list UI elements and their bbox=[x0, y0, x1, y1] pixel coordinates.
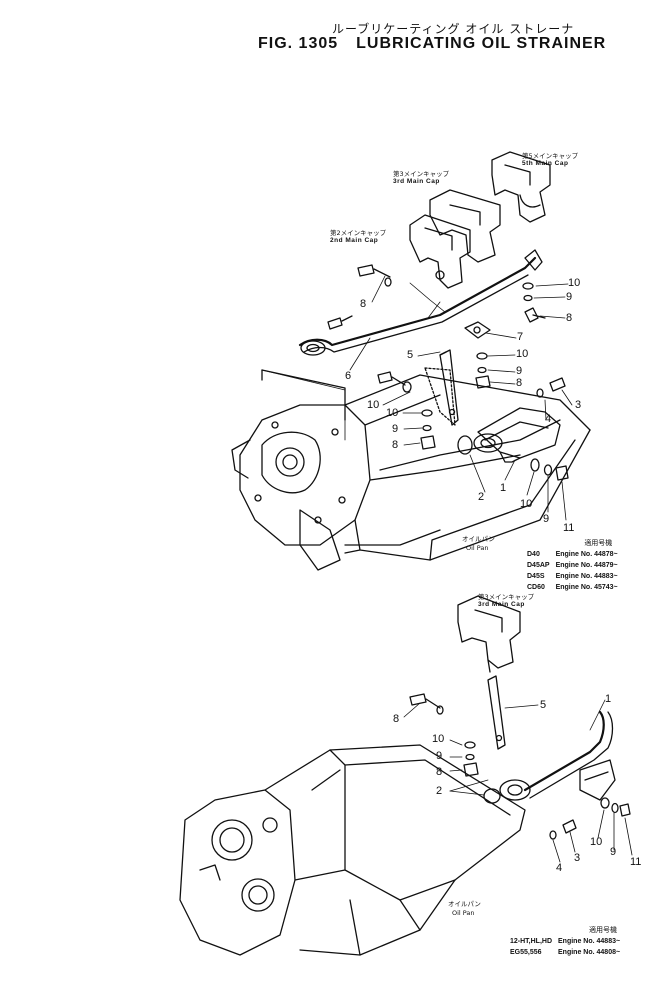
model-cell: 12-HT,HL,HD bbox=[510, 938, 553, 945]
table-row: D40 Engine No. 44878~ bbox=[527, 549, 624, 560]
part-number: 4 bbox=[556, 862, 563, 874]
main-cap-3 bbox=[429, 189, 501, 263]
engine-cell: Engine No. 45743~ bbox=[555, 584, 618, 591]
part-number: 3 bbox=[574, 852, 581, 864]
callout-3rd-main-cap-lower: 第3メインキャップ 3rd Main Cap bbox=[478, 593, 534, 609]
callout-5th-main-cap-en: 5th Main Cap bbox=[522, 160, 569, 167]
model-cell: D40 bbox=[527, 551, 540, 558]
part-number: 5 bbox=[540, 699, 547, 711]
engine-cell: Engine No. 44808~ bbox=[558, 949, 621, 956]
main-cap-3-bottom bbox=[457, 595, 521, 673]
part-number: 6 bbox=[345, 370, 352, 382]
applicability-rows: D40 Engine No. 44878~ D45AP Engine No. 448… bbox=[527, 549, 624, 593]
part-number: 3 bbox=[575, 399, 582, 411]
model-cell: D45S bbox=[527, 573, 545, 580]
engine-cell: Engine No. 44883~ bbox=[555, 573, 618, 580]
figure-number: FIG. 1305 bbox=[258, 35, 339, 52]
part-number: 8 bbox=[436, 766, 443, 778]
part-number: 2 bbox=[436, 785, 443, 797]
callout-3rd-main-cap-en: 3rd Main Cap bbox=[393, 178, 440, 185]
applicability-heading: 適用号機 bbox=[584, 540, 613, 547]
callout-2nd-main-cap-jp: 第2メインキャップ bbox=[330, 229, 387, 237]
engine-cell: Engine No. 44883~ bbox=[558, 938, 621, 945]
part-number: 9 bbox=[610, 846, 617, 858]
figure-title-text: LUBRICATING OIL STRAINER bbox=[356, 35, 607, 52]
part-number: 2 bbox=[478, 491, 485, 503]
callout-oil-pan-bottom-jp: オイルパン bbox=[448, 900, 481, 908]
callout-2nd-main-cap: 第2メインキャップ 2nd Main Cap bbox=[330, 229, 386, 245]
part-number: 8 bbox=[566, 312, 573, 324]
figure-title: FIG. 1305 LUBRICATING OIL STRAINER bbox=[258, 35, 606, 53]
part-number: 9 bbox=[392, 423, 399, 435]
table-row: EG55,556 Engine No. 44808~ bbox=[510, 947, 626, 958]
callout-3rd-main-cap-lower-jp: 第3メインキャップ bbox=[478, 593, 535, 601]
part-number: 7 bbox=[517, 331, 524, 343]
engine-cell: Engine No. 44879~ bbox=[555, 562, 618, 569]
part-number: 9 bbox=[566, 291, 573, 303]
part-number: 1 bbox=[500, 482, 507, 494]
bottom-fasteners bbox=[409, 693, 631, 840]
part-number: 10 bbox=[367, 399, 380, 411]
part-number: 10 bbox=[386, 407, 399, 419]
callout-oil-pan-top-jp: オイルパン bbox=[462, 535, 495, 543]
part-number: 8 bbox=[393, 713, 400, 725]
applicability-heading: 適用号機 bbox=[589, 927, 618, 934]
callout-3rd-main-cap-jp: 第3メインキャップ bbox=[393, 170, 450, 178]
part-number: 4 bbox=[545, 413, 552, 425]
callout-oil-pan-top: オイルパン Oil Pan bbox=[462, 535, 495, 553]
part-number: 10 bbox=[590, 836, 603, 848]
applicability-table-top: 適用号機 D40 Engine No. 44878~ D45AP Engine No… bbox=[527, 538, 624, 593]
engine-cell: Engine No. 44878~ bbox=[555, 551, 618, 558]
table-row: 12-HT,HL,HD Engine No. 44883~ bbox=[510, 936, 626, 947]
model-cell: CD60 bbox=[527, 584, 545, 591]
part-number: 10 bbox=[432, 733, 445, 745]
table-row: D45S Engine No. 44883~ bbox=[527, 571, 624, 582]
main-cap-2 bbox=[409, 214, 471, 289]
bottom-leader-lines bbox=[403, 699, 633, 863]
callout-oil-pan-bottom: オイルパン Oil Pan bbox=[448, 900, 481, 918]
callout-5th-main-cap-jp: 第5メインキャップ bbox=[522, 152, 579, 160]
callout-oil-pan-bottom-en: Oil Pan bbox=[452, 909, 475, 917]
part-number: 8 bbox=[392, 439, 399, 451]
callout-oil-pan-top-en: Oil Pan bbox=[466, 544, 489, 552]
part-number: 9 bbox=[516, 365, 523, 377]
part-number: 1 bbox=[605, 693, 612, 705]
top-leader-lines bbox=[349, 275, 573, 521]
top-fasteners bbox=[327, 264, 569, 481]
part-number: 11 bbox=[630, 856, 642, 868]
title-japanese: ルーブリケーティング オイル ストレーナ bbox=[332, 22, 575, 36]
callout-2nd-main-cap-en: 2nd Main Cap bbox=[330, 237, 379, 244]
model-cell: EG55,556 bbox=[510, 949, 542, 956]
part-number: 11 bbox=[563, 522, 575, 534]
part-number: 10 bbox=[568, 277, 581, 289]
table-row: D45AP Engine No. 44879~ bbox=[527, 560, 624, 571]
applicability-rows: 12-HT,HL,HD Engine No. 44883~ EG55,556 Eng… bbox=[510, 936, 626, 958]
part-number: 9 bbox=[543, 513, 550, 525]
main-cap-5 bbox=[491, 151, 551, 223]
part-number: 5 bbox=[407, 349, 414, 361]
callout-3rd-main-cap: 第3メインキャップ 3rd Main Cap bbox=[393, 170, 449, 186]
model-cell: D45AP bbox=[527, 562, 550, 569]
callout-3rd-main-cap-lower-en: 3rd Main Cap bbox=[478, 601, 525, 608]
part-number: 8 bbox=[516, 377, 523, 389]
part-number: 10 bbox=[516, 348, 529, 360]
applicability-table-bottom: 適用号機 12-HT,HL,HD Engine No. 44883~ EG55,5… bbox=[510, 925, 626, 958]
part-number: 10 bbox=[520, 498, 533, 510]
table-row: CD60 Engine No. 45743~ bbox=[527, 582, 624, 593]
callout-5th-main-cap: 第5メインキャップ 5th Main Cap bbox=[522, 152, 578, 168]
part-number: 8 bbox=[360, 298, 367, 310]
bottom-assembly bbox=[179, 595, 633, 956]
part-number: 9 bbox=[436, 750, 443, 762]
top-assembly bbox=[231, 151, 591, 571]
